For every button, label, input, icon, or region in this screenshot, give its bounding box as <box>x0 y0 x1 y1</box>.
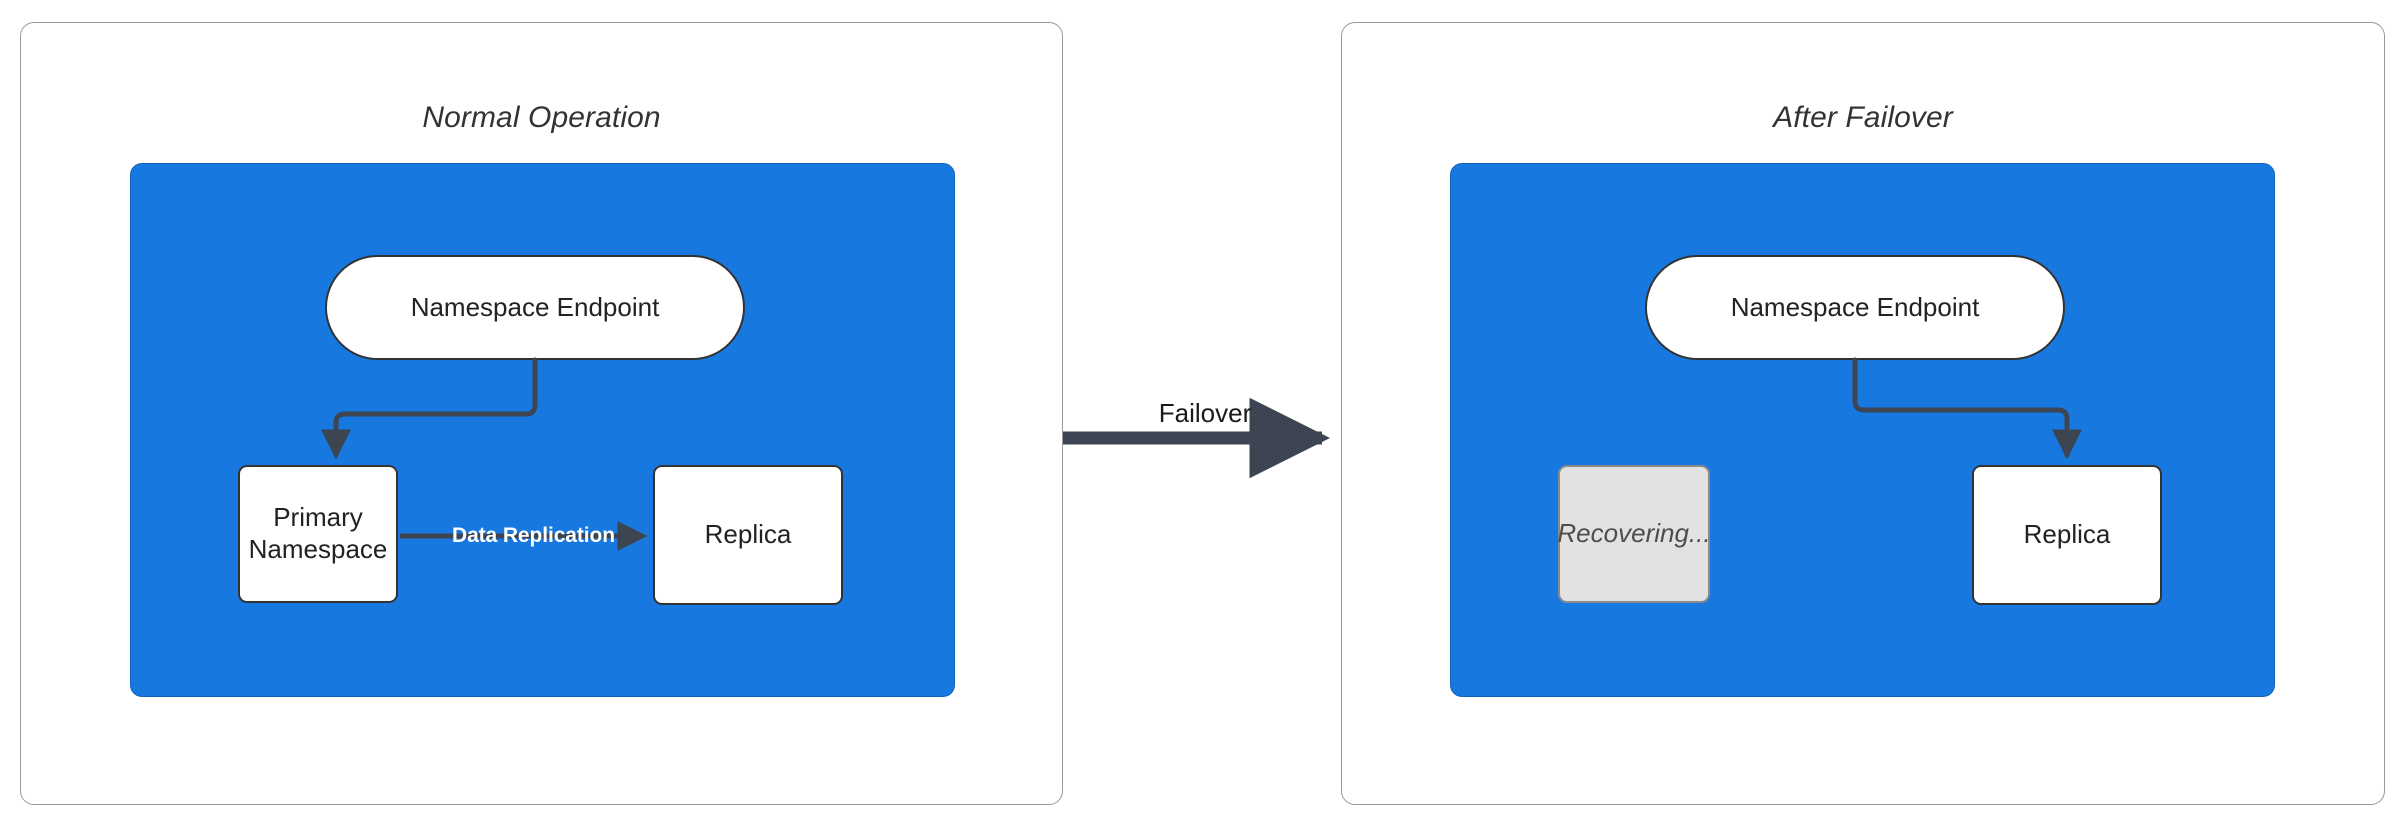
panel-title-normal-operation: Normal Operation <box>422 101 661 134</box>
node-replica-failover[interactable]: Replica <box>1972 465 2162 605</box>
edge-label-data-replication: Data Replication <box>452 524 615 547</box>
edge-label-failover: Failover <box>1158 398 1252 428</box>
panel-title-after-failover: After Failover <box>1773 101 1953 134</box>
node-namespace-endpoint-failover[interactable]: Namespace Endpoint <box>1645 255 2065 360</box>
node-primary-namespace[interactable]: Primary Namespace <box>238 465 398 603</box>
node-namespace-endpoint-normal[interactable]: Namespace Endpoint <box>325 255 745 360</box>
region-normal-operation <box>130 163 955 697</box>
node-replica-normal[interactable]: Replica <box>653 465 843 605</box>
region-after-failover <box>1450 163 2275 697</box>
node-recovering[interactable]: Recovering... <box>1557 465 1711 603</box>
